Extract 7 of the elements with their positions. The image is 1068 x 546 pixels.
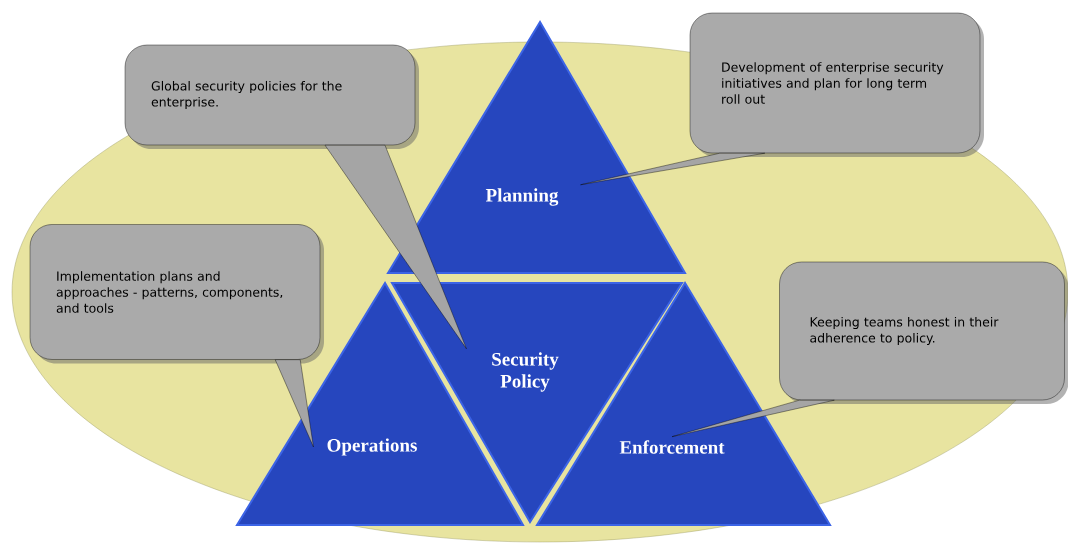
callout-pointer bbox=[275, 359, 314, 448]
callout-box: Development of enterprise security initiatives and plan for long term roll out bbox=[689, 12, 984, 157]
callout-pointer bbox=[671, 400, 835, 437]
callout-box: Keeping teams honest in their adherence to policy. bbox=[779, 261, 1068, 404]
callout-box: Global security policies for the enterprise. bbox=[124, 44, 419, 149]
callout-box: Implementation plans and approaches - patterns, components, and tools bbox=[29, 224, 324, 364]
callout-pointer bbox=[580, 153, 765, 185]
